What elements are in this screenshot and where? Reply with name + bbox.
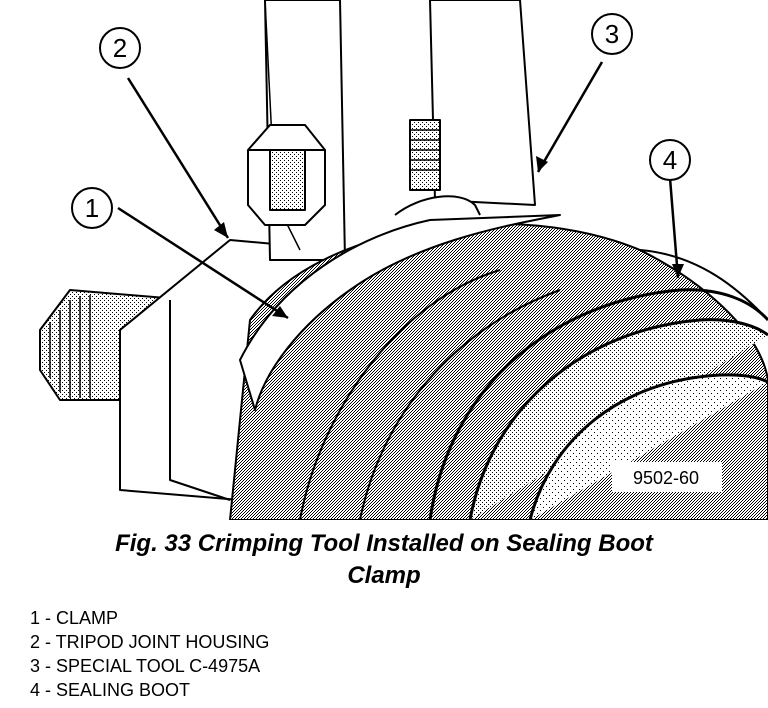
figure-caption: Fig. 33 Crimping Tool Installed on Seali… <box>0 528 768 592</box>
legend-item-tripod-joint-housing: 2 - TRIPOD JOINT HOUSING <box>30 632 270 652</box>
illustration: 2 1 3 4 9502-60 <box>39 0 768 520</box>
sealing-boot <box>229 222 768 520</box>
hex-bolt <box>247 124 326 226</box>
threaded-stud <box>409 119 441 191</box>
callout-3: 3 <box>605 19 619 49</box>
figure-id: 9502-60 <box>633 468 699 488</box>
caption-line-1: Fig. 33 Crimping Tool Installed on Seali… <box>115 530 653 557</box>
legend-item-clamp: 1 - CLAMP <box>30 608 119 628</box>
callout-circles <box>71 13 691 229</box>
caption-line-2: Clamp <box>347 562 421 589</box>
clamp-band <box>239 195 561 411</box>
leader-arrowheads <box>214 156 684 318</box>
callout-1: 1 <box>85 193 99 223</box>
callout-2: 2 <box>113 33 127 63</box>
parts-legend: 1 - CLAMP 2 - TRIPOD JOINT HOUSING 3 - S… <box>30 606 269 702</box>
legend-item-special-tool: 3 - SPECIAL TOOL C-4975A <box>30 656 261 676</box>
leader-lines <box>117 61 680 320</box>
legend-item-sealing-boot: 4 - SEALING BOOT <box>30 680 191 700</box>
callout-4: 4 <box>663 145 677 175</box>
